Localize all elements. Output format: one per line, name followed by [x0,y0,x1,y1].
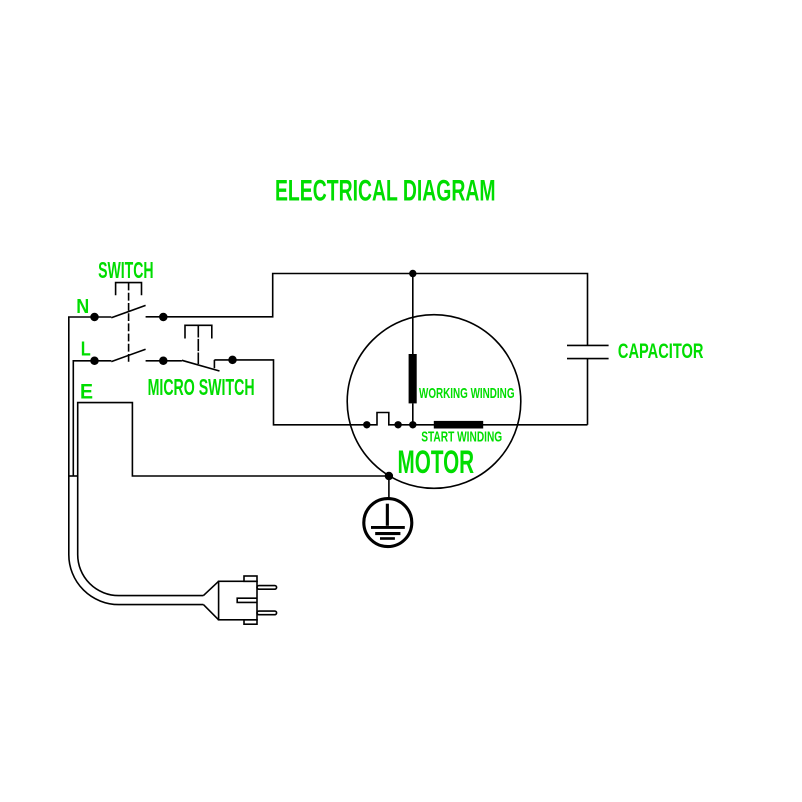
svg-text:MICRO SWITCH: MICRO SWITCH [148,374,255,400]
svg-text:SWITCH: SWITCH [98,257,154,283]
svg-text:MOTOR: MOTOR [398,444,475,480]
svg-text:CAPACITOR: CAPACITOR [618,340,704,363]
svg-text:ELECTRICAL DIAGRAM: ELECTRICAL DIAGRAM [275,175,496,208]
svg-text:START WINDING: START WINDING [421,430,502,446]
svg-text:L: L [81,338,91,360]
svg-text:E: E [80,380,93,403]
svg-text:N: N [76,296,89,318]
svg-text:WORKING WINDING: WORKING WINDING [419,385,515,402]
